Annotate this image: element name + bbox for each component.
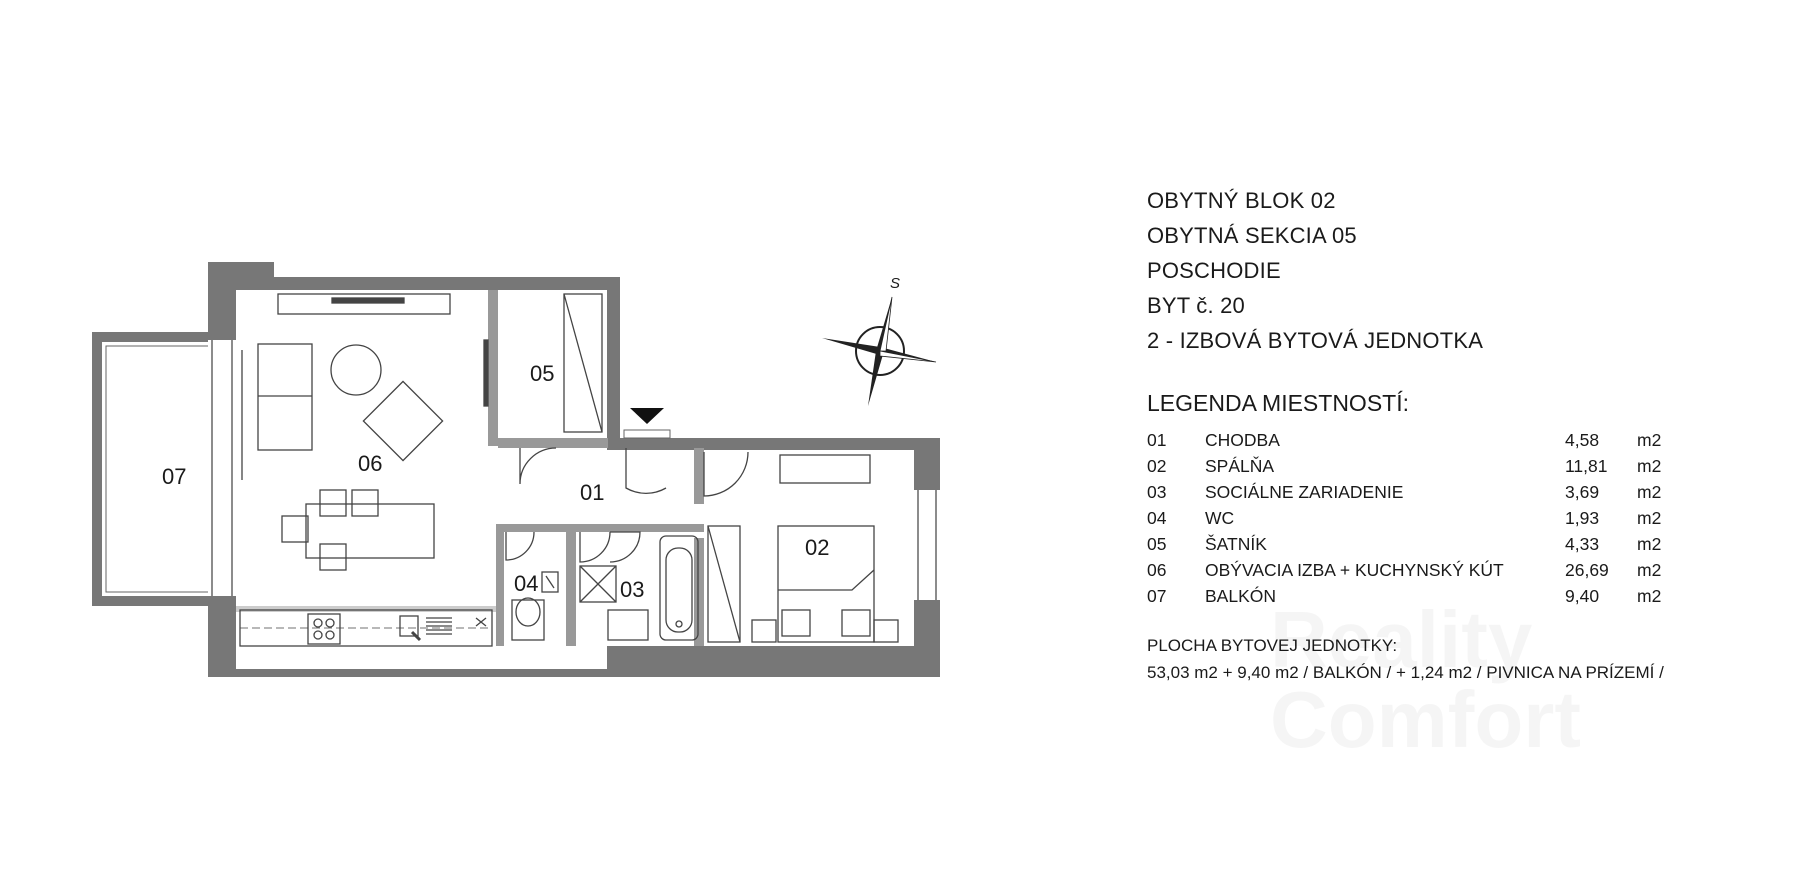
- legend-area: 4,33: [1565, 533, 1600, 554]
- legend-title: LEGENDA MIESTNOSTÍ:: [1147, 390, 1409, 416]
- legend-area: 4,58: [1565, 429, 1600, 450]
- legend-name: CHODBA: [1205, 429, 1280, 450]
- legend-unit: m2: [1637, 481, 1662, 502]
- header-flat-type: 2 - IZBOVÁ BYTOVÁ JEDNOTKA: [1147, 328, 1484, 353]
- legend-num: 07: [1147, 585, 1167, 606]
- header-section: OBYTNÁ SEKCIA 05: [1147, 223, 1357, 248]
- total-area-value: 53,03 m2 + 9,40 m2 / BALKÓN / + 1,24 m2 …: [1147, 663, 1664, 682]
- entrance-arrow-icon: [630, 408, 664, 424]
- legend-area: 26,69: [1565, 559, 1609, 580]
- header-block: OBYTNÝ BLOK 02: [1147, 188, 1336, 213]
- legend-num: 05: [1147, 533, 1167, 554]
- legend-name: WC: [1205, 507, 1235, 528]
- room-label-03: 03: [620, 577, 644, 602]
- legend-row: 03 SOCIÁLNE ZARIADENIE 3,69 m2: [1147, 479, 1677, 505]
- bedroom-furniture: [707, 454, 899, 643]
- wardrobe-fixtures: [563, 293, 603, 433]
- bathroom-fixtures: [511, 535, 699, 641]
- legend-num: 01: [1147, 429, 1167, 450]
- living-room-furniture: [239, 293, 493, 647]
- legend-table: 01 CHODBA 4,58 m2 02 SPÁLŇA 11,81 m2 03 …: [1147, 427, 1677, 609]
- balcony: [92, 332, 212, 606]
- compass-rose-icon: [822, 296, 937, 406]
- legend-num: 04: [1147, 507, 1167, 528]
- room-label-02: 02: [805, 535, 829, 560]
- legend-unit: m2: [1637, 585, 1662, 606]
- legend-name: BALKÓN: [1205, 585, 1276, 606]
- legend-area: 3,69: [1565, 481, 1600, 502]
- legend-name: OBÝVACIA IZBA + KUCHYNSKÝ KÚT: [1205, 559, 1504, 580]
- legend-unit: m2: [1637, 429, 1662, 450]
- room-label-07: 07: [162, 464, 186, 489]
- legend-row: 04 WC 1,93 m2: [1147, 505, 1677, 531]
- compass-south-label: S: [890, 275, 900, 292]
- legend-name: SPÁLŇA: [1205, 455, 1275, 476]
- legend-area: 11,81: [1565, 455, 1608, 476]
- legend-unit: m2: [1637, 455, 1662, 476]
- legend-num: 02: [1147, 455, 1167, 476]
- room-label-04: 04: [514, 571, 538, 596]
- legend-num: 03: [1147, 481, 1167, 502]
- legend-area: 1,93: [1565, 507, 1600, 528]
- header-flat-number: BYT č. 20: [1147, 293, 1245, 318]
- legend-row: 05 ŠATNÍK 4,33 m2: [1147, 531, 1677, 557]
- header-floor: POSCHODIE: [1147, 258, 1281, 283]
- legend-unit: m2: [1637, 533, 1662, 554]
- legend-row: 06 OBÝVACIA IZBA + KUCHYNSKÝ KÚT 26,69 m…: [1147, 557, 1677, 583]
- legend-unit: m2: [1637, 559, 1662, 580]
- legend-num: 06: [1147, 559, 1167, 580]
- legend-row: 07 BALKÓN 9,40 m2: [1147, 583, 1677, 609]
- room-label-05: 05: [530, 361, 554, 386]
- legend-unit: m2: [1637, 507, 1662, 528]
- legend-name: ŠATNÍK: [1205, 533, 1267, 554]
- legend-name: SOCIÁLNE ZARIADENIE: [1205, 481, 1404, 502]
- interior-walls: [236, 290, 704, 646]
- room-label-01: 01: [580, 480, 604, 505]
- doors: [241, 350, 749, 563]
- room-label-06: 06: [358, 451, 382, 476]
- total-area-label: PLOCHA BYTOVEJ JEDNOTKY:: [1147, 636, 1398, 655]
- legend-area: 9,40: [1565, 585, 1600, 606]
- legend-row: 02 SPÁLŇA 11,81 m2: [1147, 453, 1677, 479]
- legend-row: 01 CHODBA 4,58 m2: [1147, 427, 1677, 453]
- apartment-info: OBYTNÝ BLOK 02 OBYTNÁ SEKCIA 05 POSCHODI…: [1147, 183, 1787, 688]
